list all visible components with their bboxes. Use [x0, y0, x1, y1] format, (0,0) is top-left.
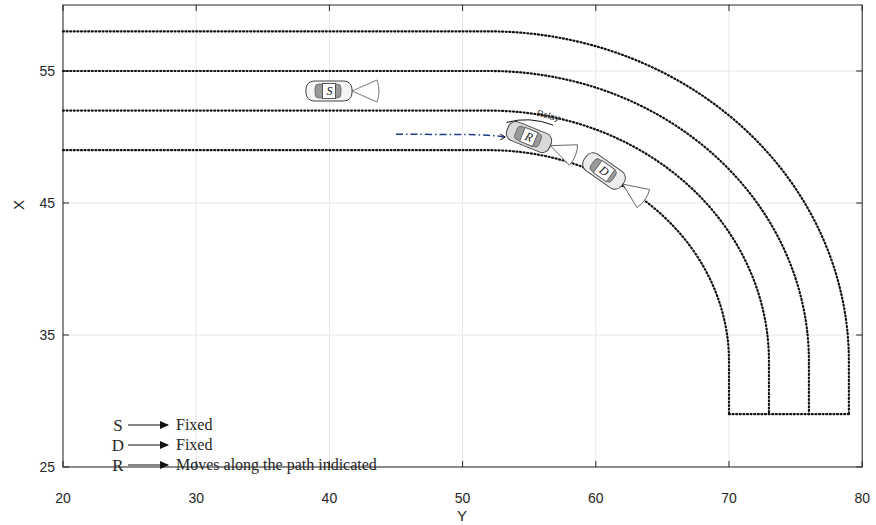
- car: S: [305, 79, 353, 103]
- axes-box: [63, 5, 862, 467]
- tick: [856, 71, 862, 72]
- axis-text: 70: [721, 491, 737, 505]
- axis-text: X: [11, 200, 26, 210]
- car-roof: [588, 158, 617, 184]
- lane-line: [63, 31, 849, 414]
- car-body: [306, 81, 352, 101]
- grid-line: [329, 5, 330, 467]
- tick: [462, 5, 463, 11]
- grid-line: [63, 203, 862, 204]
- axis-text: 25: [39, 460, 55, 474]
- axis-text: 45: [39, 196, 55, 210]
- lane-line: [63, 71, 809, 414]
- lane-line: [63, 111, 769, 415]
- axis-text: Y: [457, 508, 467, 523]
- legend-text: D: [112, 437, 124, 454]
- tick: [856, 203, 862, 204]
- car-roof: [315, 84, 341, 98]
- grid-line: [462, 5, 463, 467]
- axis-text: 35: [39, 328, 55, 342]
- tick: [856, 335, 862, 336]
- axis-text: 30: [188, 491, 204, 505]
- legend-text: R: [112, 457, 123, 474]
- arrow-head: [160, 461, 169, 469]
- axis-text: 55: [39, 64, 55, 78]
- tick: [329, 5, 330, 11]
- tick: [595, 5, 596, 11]
- arrow-head: [500, 134, 505, 140]
- axis-text: 60: [588, 491, 604, 505]
- grid-line: [196, 5, 197, 467]
- legend-text: Fixed: [176, 437, 212, 453]
- axis-text: 80: [854, 491, 870, 505]
- car: D: [577, 148, 630, 195]
- legend-text: Fixed: [176, 417, 212, 433]
- tick: [729, 461, 730, 467]
- arrow-head: [160, 441, 169, 449]
- car-roof: [514, 125, 543, 148]
- tick: [462, 461, 463, 467]
- legend-text: Moves along the path indicated: [176, 457, 377, 473]
- tick: [595, 461, 596, 467]
- car-label: S: [322, 83, 336, 99]
- lane-line: [729, 413, 849, 415]
- legend-text: S: [113, 417, 122, 434]
- lane-line: [63, 150, 729, 414]
- axis-text: 20: [55, 491, 71, 505]
- car-body: [504, 119, 554, 155]
- tick: [63, 335, 69, 336]
- arrow-head: [160, 421, 169, 429]
- tick: [196, 5, 197, 11]
- headlight-cone: [352, 80, 379, 102]
- grid-line: [63, 335, 862, 336]
- car-body: [579, 150, 628, 193]
- axis-text: 40: [322, 491, 338, 505]
- axis-text: 50: [455, 491, 471, 505]
- relay-path: [396, 134, 505, 137]
- tick: [729, 5, 730, 11]
- grid-line: [595, 5, 596, 467]
- tick: [63, 203, 69, 204]
